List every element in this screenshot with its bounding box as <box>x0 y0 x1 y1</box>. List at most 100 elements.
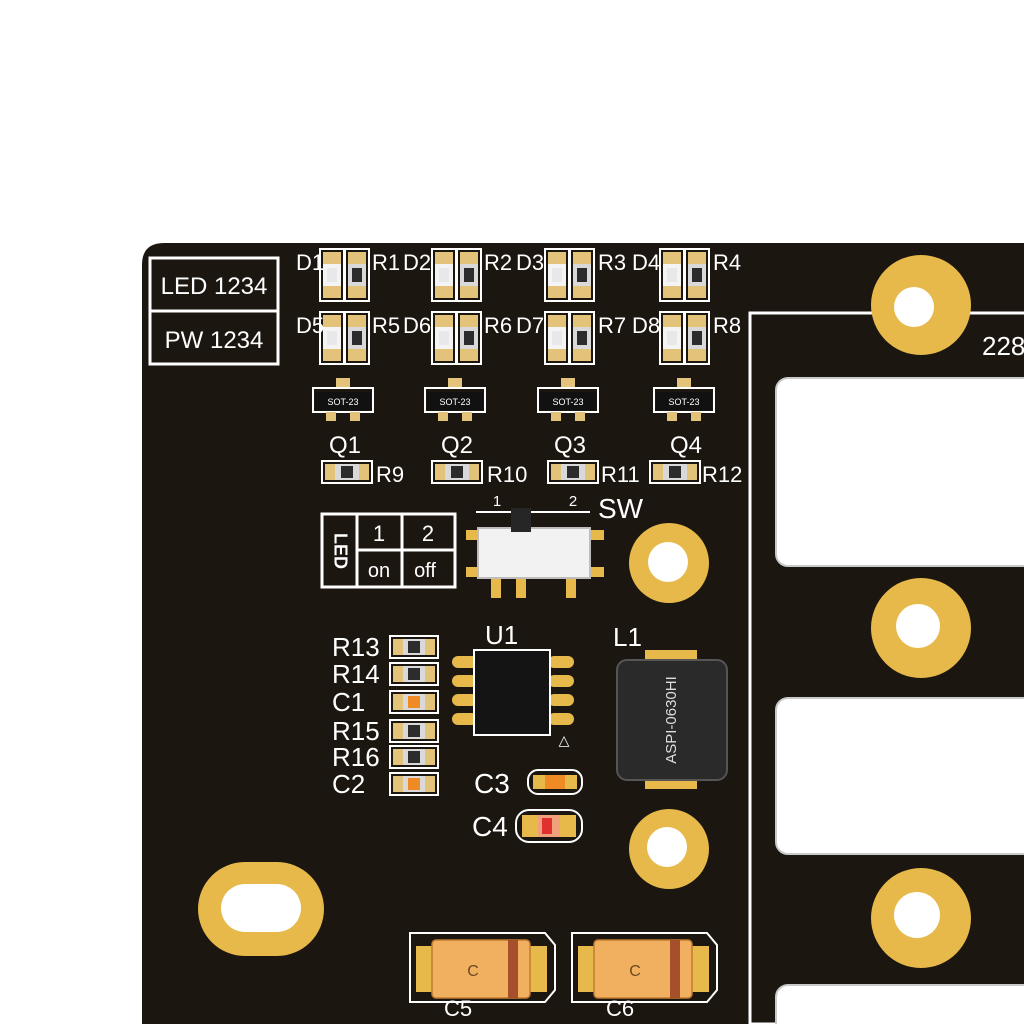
label-box: LED 1234 PW 1234 <box>148 256 280 366</box>
edge-label: 228 <box>982 331 1024 361</box>
connector-area: 228 <box>748 255 1024 1024</box>
resistor <box>431 460 483 484</box>
slide-switch <box>466 508 604 598</box>
passive-label: R16 <box>332 742 380 772</box>
passive-label: R15 <box>332 716 380 746</box>
tantalum-label: C5 <box>444 996 472 1021</box>
via-pad <box>629 523 709 603</box>
switch-table-col1-header: 1 <box>373 521 385 546</box>
resistor <box>569 248 595 302</box>
switch-table-col2-header: 2 <box>422 521 434 546</box>
passive-label: C1 <box>332 687 365 717</box>
led-diode <box>319 311 345 365</box>
switch-ref-label: SW <box>598 493 644 524</box>
transistor-label: Q2 <box>441 432 473 459</box>
mounting-hole <box>871 255 971 355</box>
resistor <box>684 311 710 365</box>
resistor <box>456 311 482 365</box>
switch-table-col2-value: off <box>414 560 436 582</box>
mounting-hole <box>871 578 971 678</box>
cap-c4-label: C4 <box>472 811 508 842</box>
passive-label: R13 <box>332 632 380 662</box>
tantalum-capacitor: C C6 <box>571 932 718 1021</box>
switch-table: LED 1 2 on off <box>320 512 457 589</box>
capacitor <box>389 772 439 796</box>
resistor <box>389 719 439 743</box>
cap-c4: C4 <box>472 809 583 843</box>
passive-label: R14 <box>332 659 380 689</box>
base-resistor-row: R9 R10 R11 R12 <box>321 460 742 487</box>
resistor-label: R6 <box>484 313 512 338</box>
mounting-hole <box>871 868 971 968</box>
transistor-package-label: SOT-23 <box>439 397 470 407</box>
inductor-ref-label: L1 <box>613 622 642 652</box>
connector-slot-2 <box>775 697 1024 855</box>
transistor-package-label: SOT-23 <box>327 397 358 407</box>
switch-pos1-label: 1 <box>493 493 501 510</box>
switch-pos2-label: 2 <box>569 493 577 510</box>
transistor-label: Q4 <box>670 432 702 459</box>
transistor-label: Q3 <box>554 432 586 459</box>
resistor <box>389 662 439 686</box>
cap-c3: C3 <box>474 768 583 799</box>
resistor <box>649 460 701 484</box>
resistor <box>389 635 439 659</box>
transistor-package-label: SOT-23 <box>552 397 583 407</box>
switch-table-col1-value: on <box>368 560 390 582</box>
tantalum-label: C6 <box>606 996 634 1021</box>
label-box-row1: LED 1234 <box>161 273 268 300</box>
connector-slot-3 <box>775 984 1024 1024</box>
tantalum-mark: C <box>629 963 641 980</box>
slotted-pad <box>198 862 324 956</box>
led-diode <box>659 311 685 365</box>
ic-pin1-marker: △ <box>559 732 570 748</box>
diode-label: D2 <box>403 250 431 275</box>
resistor <box>569 311 595 365</box>
ic-body <box>473 649 551 736</box>
tantalum-mark: C <box>467 963 479 980</box>
led-diode <box>544 248 570 302</box>
diode-label: D4 <box>632 250 660 275</box>
resistor-label: R3 <box>598 250 626 275</box>
ic-ref-label: U1 <box>485 620 518 650</box>
cap-c3-label: C3 <box>474 768 510 799</box>
resistor <box>684 248 710 302</box>
resistor-label: R9 <box>376 462 404 487</box>
diode-label: D7 <box>516 313 544 338</box>
led-diode <box>319 248 345 302</box>
diode-label: D6 <box>403 313 431 338</box>
resistor-label: R1 <box>372 250 400 275</box>
switch-body <box>477 527 591 579</box>
via-pad <box>629 809 709 889</box>
switch-actuator <box>511 508 531 532</box>
resistor <box>547 460 599 484</box>
resistor-label: R7 <box>598 313 626 338</box>
capacitor <box>389 690 439 714</box>
tantalum-row: C C5 C C6 <box>409 932 718 1021</box>
led-diode <box>659 248 685 302</box>
resistor-label: R12 <box>702 462 742 487</box>
resistor-label: R10 <box>487 462 527 487</box>
resistor <box>344 311 370 365</box>
resistor-label: R11 <box>601 462 640 487</box>
connector-slot-1 <box>775 377 1024 567</box>
tantalum-capacitor: C C5 <box>409 932 556 1021</box>
resistor-label: R5 <box>372 313 400 338</box>
diode-label: D8 <box>632 313 660 338</box>
transistor-package-label: SOT-23 <box>668 397 699 407</box>
led-diode <box>431 248 457 302</box>
resistor <box>389 745 439 769</box>
resistor <box>344 248 370 302</box>
resistor-label: R2 <box>484 250 512 275</box>
label-box-row2: PW 1234 <box>165 327 264 354</box>
transistor-label: Q1 <box>329 432 361 459</box>
switch-ref: 1 2 SW <box>476 493 644 524</box>
led-diode <box>544 311 570 365</box>
